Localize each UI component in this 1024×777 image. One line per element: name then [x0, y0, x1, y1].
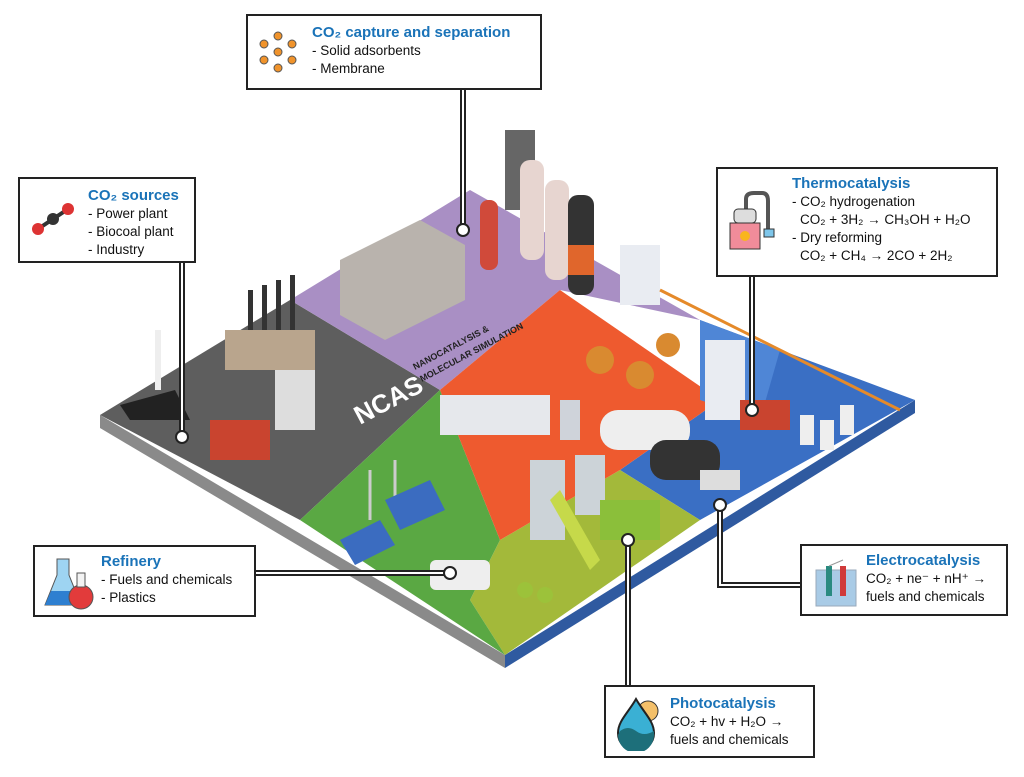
power-plant: [120, 275, 315, 460]
thermo-title: Thermocatalysis: [792, 175, 911, 192]
sources-marker: [175, 430, 189, 444]
electro-title: Electrocatalysis: [866, 552, 981, 569]
sources-line: - Power plant: [88, 206, 168, 221]
flasks-icon: [44, 558, 94, 610]
thermo-line: - CO₂ hydrogenation: [792, 194, 916, 209]
electrolysis-cell-icon: [815, 559, 857, 607]
capture-line: - Membrane: [312, 61, 385, 76]
refinery-line: - Fuels and chemicals: [101, 572, 233, 587]
refinery-line: - Plastics: [101, 590, 156, 605]
capture-line: - Solid adsorbents: [312, 43, 421, 58]
electro-line: fuels and chemicals: [866, 589, 985, 604]
refinery-title: Refinery: [101, 553, 162, 570]
ground-edge-left: [100, 415, 505, 668]
water-sun-drop-icon: [616, 696, 659, 751]
thermo-equation: CO₂ + CH₄ → 2CO + 2H₂: [800, 248, 953, 263]
electro-plant: [600, 410, 740, 490]
sources-line: - Biocoal plant: [88, 224, 174, 239]
refinery-marker: [443, 566, 457, 580]
photo-box: Photocatalysis CO₂ + hv + H₂O → fuels an…: [604, 685, 815, 758]
photo-title: Photocatalysis: [670, 695, 776, 712]
co2-molecule-icon: [32, 203, 74, 235]
capture-marker: [456, 223, 470, 237]
electro-marker: [713, 498, 727, 512]
thermo-box: Thermocatalysis - CO₂ hydrogenation CO₂ …: [716, 167, 998, 277]
capture-title: CO₂ capture and separation: [312, 24, 511, 41]
electro-box: Electrocatalysis CO₂ + ne⁻ + nH⁺ → fuels…: [800, 544, 1008, 616]
capture-box: CO₂ capture and separation - Solid adsor…: [246, 14, 542, 90]
sources-line: - Industry: [88, 242, 145, 257]
photo-line: fuels and chemicals: [670, 732, 789, 747]
zone-power-gray: [100, 300, 440, 520]
sources-box: CO₂ sources - Power plant - Biocoal plan…: [18, 177, 196, 263]
thermo-marker: [745, 403, 759, 417]
heated-reactor-icon: [729, 191, 775, 250]
electro-equation: CO₂ + ne⁻ + nH⁺ →: [866, 571, 987, 586]
refinery-box: Refinery - Fuels and chemicals - Plastic…: [33, 545, 256, 617]
capture-plant: [340, 130, 680, 389]
renewables: [340, 460, 553, 603]
photo-equation: CO₂ + hv + H₂O →: [670, 714, 784, 729]
ground-edge-right: [505, 400, 915, 668]
sources-title: CO₂ sources: [88, 187, 179, 204]
thermo-equation: CO₂ + 3H₂ → CH₃OH + H₂O: [800, 212, 971, 227]
photo-marker: [621, 533, 635, 547]
photo-plant: [530, 455, 660, 570]
thermo-line: - Dry reforming: [792, 230, 883, 245]
porous-framework-icon: [259, 31, 297, 73]
